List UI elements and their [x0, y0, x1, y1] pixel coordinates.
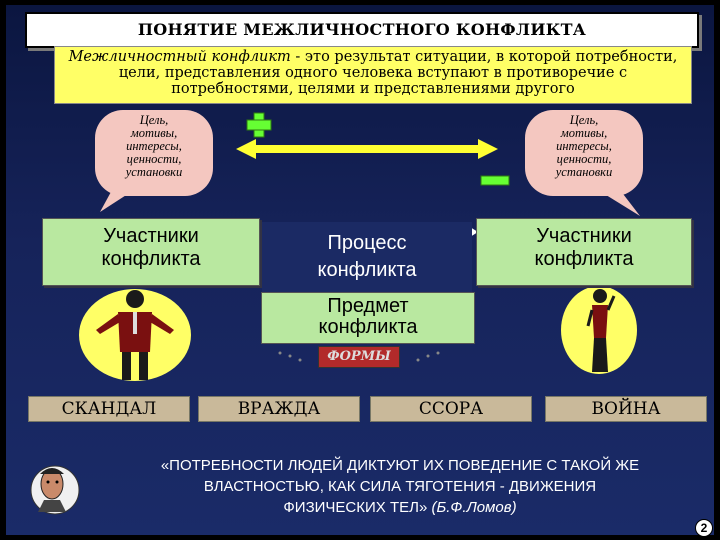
left-bubble-line: Цель, [139, 113, 169, 127]
right-participants-line-2: конфликта [534, 248, 634, 270]
minus-icon [480, 175, 510, 186]
subject-line-2: конфликта [318, 316, 418, 338]
definition-line-1: - это результат ситуации, в которой потр… [290, 49, 678, 65]
definition-box: Межличностный конфликт - это результат с… [54, 46, 692, 104]
quote-line-1: «ПОТРЕБНОСТИ ЛЮДЕЙ ДИКТУЮТ ИХ ПОВЕДЕНИЕ … [160, 457, 640, 474]
left-bubble-line: интересы, [126, 139, 182, 153]
quote-author: (Б.Ф.Ломов) [431, 499, 517, 516]
form-scandal: СКАНДАЛ [28, 396, 190, 422]
form-enmity: ВРАЖДА [198, 396, 360, 422]
process-label: Процесс конфликта [262, 222, 472, 294]
subject-line-1: Предмет [327, 295, 409, 317]
double-arrow [236, 139, 498, 159]
page-number: 2 [695, 519, 713, 537]
form-quarrel: ССОРА [370, 396, 532, 422]
definition-line-3: потребностями, целями и представлениями … [171, 81, 575, 97]
right-bubble-line: установки [555, 165, 613, 179]
left-participants-box: Участники конфликта [42, 218, 260, 286]
left-bubble-line: мотивы, [130, 126, 178, 140]
right-bubble-line: интересы, [556, 139, 612, 153]
process-line-1: Процесс [327, 232, 407, 254]
quote-line-2: ВЛАСТНОСТЬЮ, КАК СИЛА ТЯГОТЕНИЯ - ДВИЖЕН… [203, 478, 597, 495]
slide-title: ПОНЯТИЕ МЕЖЛИЧНОСТНОГО КОНФЛИКТА [25, 12, 699, 48]
right-participants-line-1: Участники [536, 225, 632, 247]
left-bubble-line: ценности, [126, 152, 182, 166]
man-figure-icon [79, 289, 191, 381]
forms-badge: ФОРМЫ [318, 346, 400, 368]
right-participants-box: Участники конфликта [476, 218, 692, 286]
subject-box: Предмет конфликта [261, 292, 475, 344]
form-war: ВОЙНА [545, 396, 707, 422]
left-goals-bubble: Цель, мотивы, интересы, ценности, устано… [95, 110, 213, 196]
process-line-2: конфликта [317, 259, 417, 281]
right-bubble-line: ценности, [556, 152, 612, 166]
right-bubble-line: Цель, [569, 113, 599, 127]
definition-line-2: цели, представления одного человека всту… [118, 65, 628, 81]
quote-line-3: ФИЗИЧЕСКИХ ТЕЛ» [283, 499, 432, 516]
left-bubble-line: установки [125, 165, 183, 179]
right-goals-bubble: Цель, мотивы, интересы, ценности, устано… [525, 110, 643, 196]
left-participants-line-1: Участники [103, 225, 199, 247]
right-bubble-tail [598, 190, 640, 216]
right-bubble-line: мотивы, [560, 126, 608, 140]
plus-icon [246, 112, 272, 138]
quote: «ПОТРЕБНОСТИ ЛЮДЕЙ ДИКТУЮТ ИХ ПОВЕДЕНИЕ … [100, 455, 700, 518]
forms-decoration [278, 351, 440, 362]
thinking-man-icon [30, 465, 80, 515]
left-participants-line-2: конфликта [101, 248, 201, 270]
woman-figure-icon [561, 286, 637, 374]
definition-term: Межличностный конфликт [68, 49, 291, 65]
